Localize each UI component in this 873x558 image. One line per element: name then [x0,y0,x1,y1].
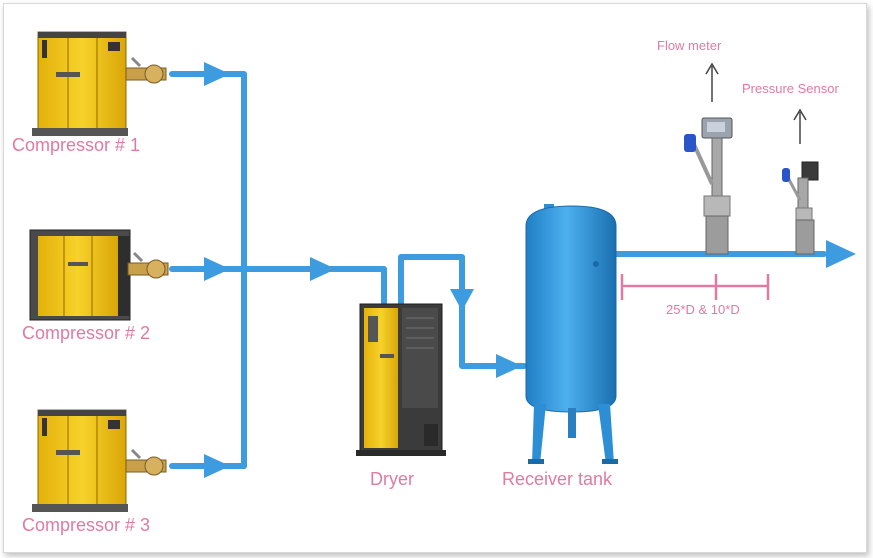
arrow-icon [204,257,230,281]
receiver-tank [525,204,618,464]
pressure-sensor-label: Pressure Sensor [742,81,839,96]
compressor-3 [32,409,128,512]
dryer-label: Dryer [370,469,414,489]
arrow-icon [204,454,230,478]
flow-arrows [204,62,856,478]
dryer [356,303,446,456]
distance-note-label: 25*D & 10*D [666,302,740,317]
compressor-1-label: Compressor # 1 [12,135,141,155]
compressor-1 [32,31,128,136]
arrow-icon [450,289,474,311]
arrow-icon [496,354,522,378]
arrow-icon [310,257,336,281]
diagram-frame: Compressor # 1 Compressor # 2 Compressor… [3,3,867,553]
pipe-main-to-dryer [241,266,387,307]
arrow-icon [204,62,230,86]
compressor-3-label: Compressor # 3 [22,515,151,535]
flow-meter [684,62,733,255]
receiver-tank-label: Receiver tank [502,469,613,489]
valve-icon [125,448,167,476]
pipe-dryer-to-tank [398,254,527,369]
flow-meter-label: Flow meter [657,38,722,53]
arrow-icon [826,240,856,268]
valve-icon [125,56,167,84]
pipe-compressor-1 [169,71,247,469]
compressor-2-label: Compressor # 2 [22,323,151,343]
pressure-sensor [782,108,819,255]
distance-dimension [620,274,770,300]
compressor-2 [29,229,131,321]
valve-icon [127,251,169,279]
compressed-air-system-diagram [29,31,856,512]
